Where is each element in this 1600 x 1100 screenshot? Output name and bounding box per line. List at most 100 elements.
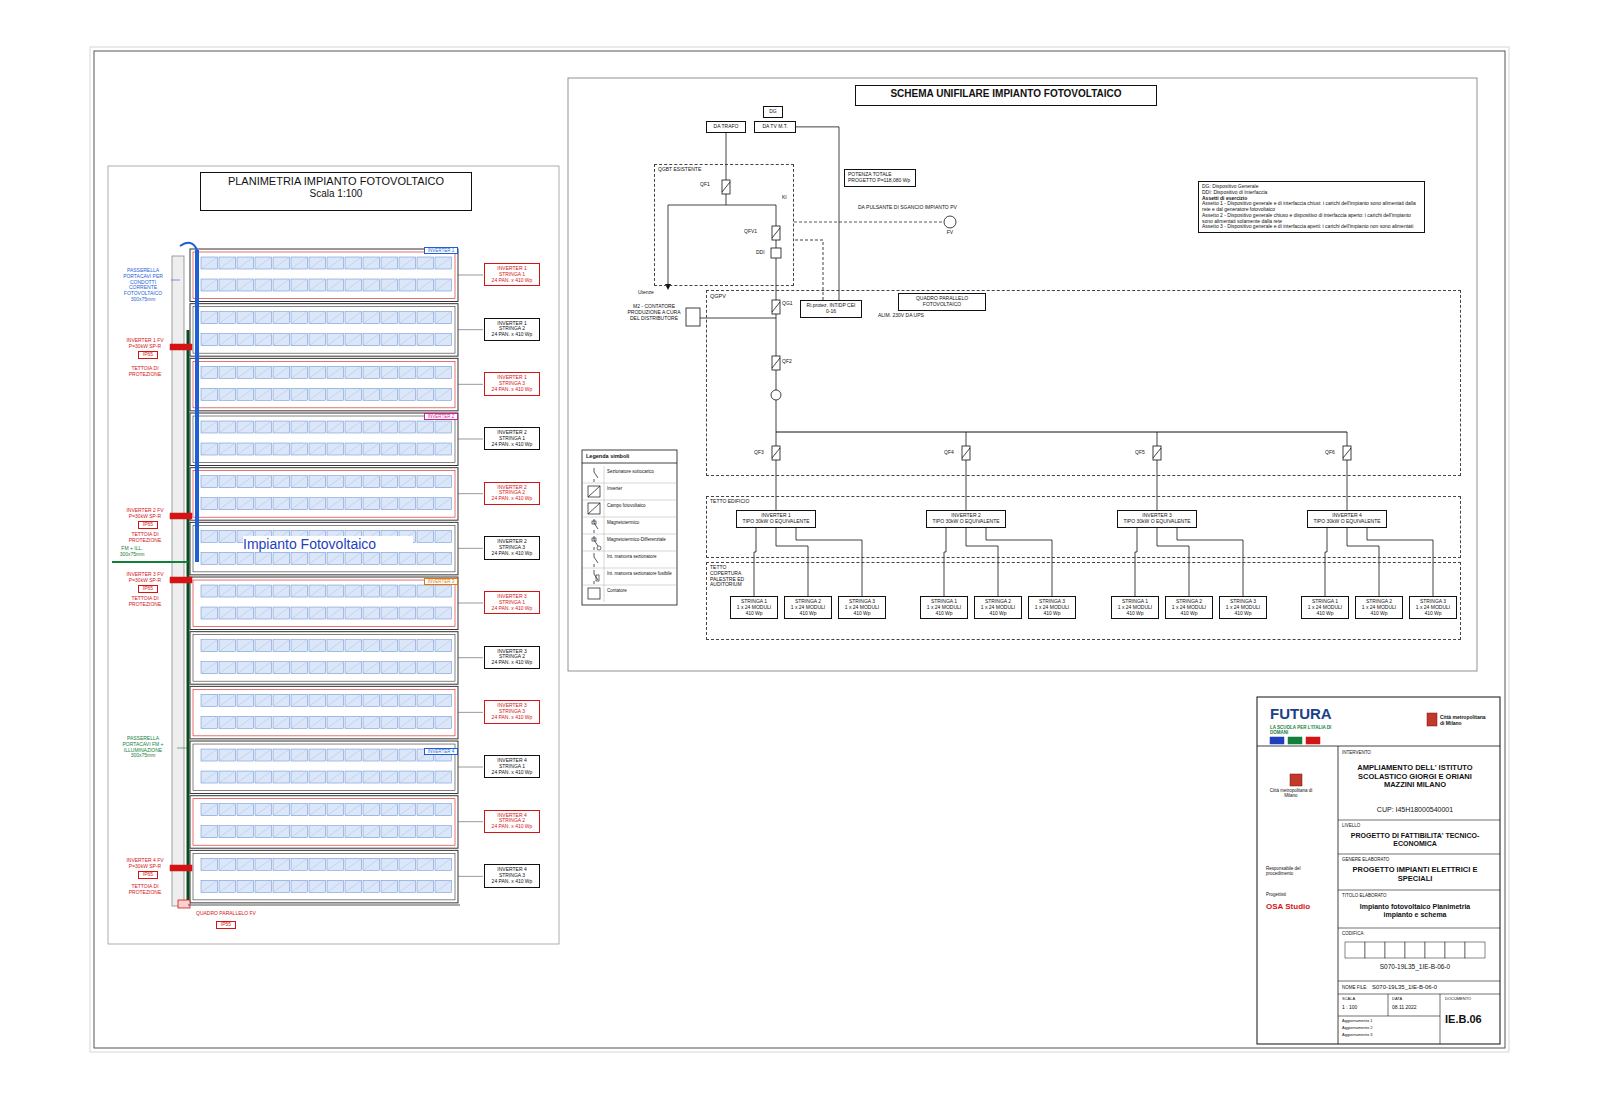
- pv-module: [237, 880, 254, 892]
- pv-module: [435, 662, 452, 674]
- pv-module: [273, 640, 290, 652]
- pv-module: [417, 552, 434, 564]
- pv-module: [435, 640, 452, 652]
- leader-line: [458, 657, 483, 658]
- pv-module: [201, 257, 218, 269]
- pv-module: [399, 804, 416, 816]
- wire-line: [776, 205, 777, 286]
- pv-module: [309, 880, 326, 892]
- pv-module: [309, 388, 326, 400]
- pv-module: [435, 880, 452, 892]
- wire-connector: [1347, 476, 1348, 510]
- pv-module: [273, 826, 290, 838]
- pv-module: [201, 640, 218, 652]
- breaker-symbol: [772, 358, 780, 368]
- pv-module: [345, 552, 362, 564]
- pv-module: [237, 640, 254, 652]
- annotation-label: LA SCUOLA PER L'ITALIA DI DOMANI: [1270, 725, 1350, 735]
- pv-module: [381, 858, 398, 870]
- box-text: 24 PAN. x 410 Wp: [488, 496, 536, 502]
- title-rule: [1388, 994, 1389, 1016]
- pv-module: [219, 312, 236, 324]
- pv-module: [309, 640, 326, 652]
- pv-module: [327, 257, 344, 269]
- pv-module: [201, 880, 218, 892]
- pv-module: [435, 498, 452, 510]
- pv-module: [273, 366, 290, 378]
- pv-module: [219, 498, 236, 510]
- title-rule: [1338, 928, 1500, 929]
- pv-module: [291, 279, 308, 291]
- box-text: 1 x 24 MODULI 410 Wp: [842, 605, 882, 617]
- pv-module: [435, 607, 452, 619]
- annotation-label: IP65: [138, 351, 158, 359]
- title-rule: [1338, 890, 1500, 891]
- pv-module: [309, 498, 326, 510]
- pv-module: [255, 366, 272, 378]
- pv-module: [435, 334, 452, 346]
- pv-module: [399, 498, 416, 510]
- annotation-label: PROGETTO DI FATTIBILITA' TECNICO-ECONOMI…: [1345, 832, 1485, 848]
- annotation-label: FV: [943, 230, 957, 236]
- pv-module: [435, 312, 452, 324]
- title-rule: [1338, 854, 1500, 855]
- pv-module: [399, 826, 416, 838]
- roof-block: [190, 686, 458, 739]
- pv-module: [255, 476, 272, 488]
- pv-module: [255, 552, 272, 564]
- pv-module: [273, 257, 290, 269]
- box-text: 1 x 24 MODULI 410 Wp: [1413, 605, 1453, 617]
- pv-module: [219, 640, 236, 652]
- pv-module: [255, 334, 272, 346]
- pv-module: [381, 640, 398, 652]
- pv-module: [201, 716, 218, 728]
- pv-module: [399, 388, 416, 400]
- pv-module: [327, 662, 344, 674]
- leader-line: [458, 603, 483, 604]
- pv-module: [381, 880, 398, 892]
- wire-connector: [1157, 476, 1158, 510]
- pv-module: [255, 443, 272, 455]
- pv-module: [399, 366, 416, 378]
- pv-module: [291, 257, 308, 269]
- pv-module: [435, 366, 452, 378]
- breaker-symbol: [722, 182, 730, 192]
- pv-module: [399, 334, 416, 346]
- legend-text: Campo fotovoltaico: [607, 503, 675, 508]
- pv-module: [381, 716, 398, 728]
- pv-module: [273, 279, 290, 291]
- pv-module: [345, 279, 362, 291]
- annotation-label: M2 - CONTATORE PRODUZIONE A CURA DEL DIS…: [624, 304, 684, 321]
- pv-module: [327, 858, 344, 870]
- annotation-label: DA PULSANTE DI SGANCIO IMPIANTO PV: [858, 205, 988, 211]
- pv-module: [273, 880, 290, 892]
- equipment-box: STRINGA 21 x 24 MODULI 410 Wp: [974, 596, 1022, 619]
- pv-module: [363, 279, 380, 291]
- pv-module: [291, 585, 308, 597]
- pv-module: [399, 607, 416, 619]
- cable-tray-fm: [112, 561, 188, 563]
- pv-module: [219, 279, 236, 291]
- pv-module: [291, 552, 308, 564]
- pv-module: [291, 858, 308, 870]
- pv-module: [255, 804, 272, 816]
- legend-symbol: [588, 486, 600, 497]
- pv-module: [201, 366, 218, 378]
- pv-module: [417, 607, 434, 619]
- equipment-box: DG: Dispositivo GeneraleDDI: Dispositivo…: [1198, 181, 1425, 233]
- pv-module: [435, 443, 452, 455]
- pv-module: [363, 498, 380, 510]
- pv-module: [309, 279, 326, 291]
- equipment-box: STRINGA 11 x 24 MODULI 410 Wp: [1301, 596, 1349, 619]
- legend-box: [582, 450, 677, 605]
- pv-module: [345, 279, 362, 291]
- pv-module: [327, 858, 344, 870]
- pv-module: [363, 366, 380, 378]
- pv-module: [435, 530, 452, 542]
- pv-module: [345, 585, 362, 597]
- pv-module: [399, 607, 416, 619]
- pv-module: [291, 334, 308, 346]
- pv-module: [255, 640, 272, 652]
- pv-module: [381, 552, 398, 564]
- pv-module: [417, 312, 434, 324]
